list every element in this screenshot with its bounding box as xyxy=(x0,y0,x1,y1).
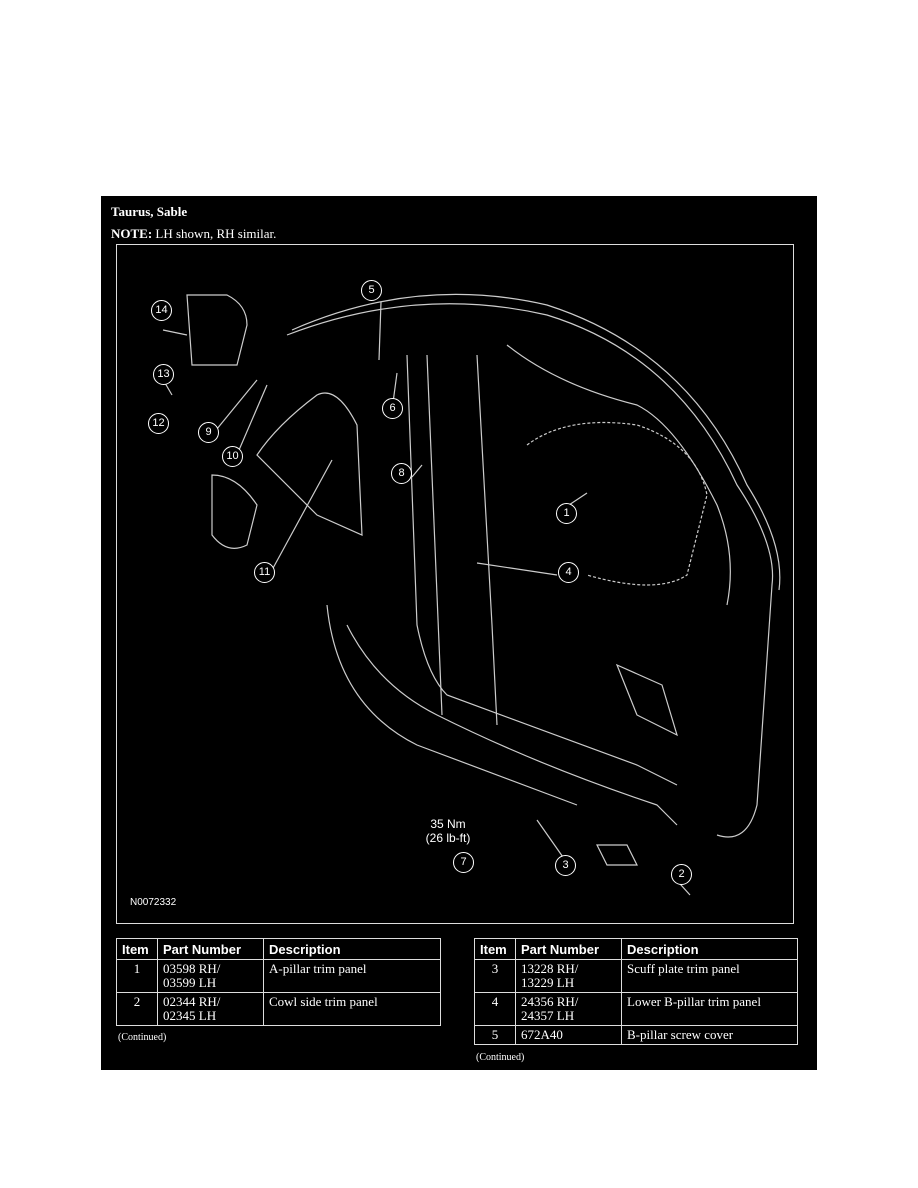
vehicle-title: Taurus, Sable xyxy=(111,204,188,219)
table-row: 5 672A40 B-pillar screw cover xyxy=(474,1025,798,1045)
table-row: 2 02344 RH/02345 LH Cowl side trim panel xyxy=(116,992,441,1026)
callout-2: 2 xyxy=(671,864,692,885)
document-figure-block: Taurus, Sable NOTE: LH shown, RH similar… xyxy=(101,196,817,1070)
table-header-row: Item Part Number Description xyxy=(474,938,798,960)
exploded-diagram: 1 2 3 4 5 6 7 8 9 10 11 12 13 14 35 Nm (… xyxy=(116,244,794,924)
column-header: Part Number xyxy=(157,938,264,960)
table-row: 1 03598 RH/03599 LH A-pillar trim panel xyxy=(116,959,441,993)
torque-metric: 35 Nm xyxy=(430,817,466,831)
callout-9: 9 xyxy=(198,422,219,443)
table-row: 3 13228 RH/13229 LH Scuff plate trim pan… xyxy=(474,959,798,993)
part-number-cell: 03598 RH/03599 LH xyxy=(157,959,264,993)
part-number-cell: 24356 RH/24357 LH xyxy=(515,992,622,1026)
parts-table-1: Item Part Number Description 1 03598 RH/… xyxy=(116,938,441,1026)
callout-1: 1 xyxy=(556,503,577,524)
item-cell: 5 xyxy=(474,1025,516,1045)
callout-7: 7 xyxy=(453,852,474,873)
note-label: NOTE: xyxy=(111,226,153,241)
description-cell: Cowl side trim panel xyxy=(263,992,441,1026)
callout-12: 12 xyxy=(148,413,169,434)
callout-13: 13 xyxy=(153,364,174,385)
car-body-line-art xyxy=(162,293,781,896)
column-header: Item xyxy=(474,938,516,960)
table-header-row: Item Part Number Description xyxy=(116,938,441,960)
callout-8: 8 xyxy=(391,463,412,484)
item-cell: 3 xyxy=(474,959,516,993)
description-cell: Scuff plate trim panel xyxy=(621,959,798,993)
table-row: 4 24356 RH/24357 LH Lower B-pillar trim … xyxy=(474,992,798,1026)
column-header: Description xyxy=(263,938,441,960)
description-cell: Lower B-pillar trim panel xyxy=(621,992,798,1026)
callout-10: 10 xyxy=(222,446,243,467)
description-cell: A-pillar trim panel xyxy=(263,959,441,993)
column-header: Part Number xyxy=(515,938,622,960)
callout-5: 5 xyxy=(361,280,382,301)
note-text: LH shown, RH similar. xyxy=(152,226,277,241)
note: NOTE: LH shown, RH similar. xyxy=(111,226,276,242)
figure-id: N0072332 xyxy=(130,897,177,908)
callout-11: 11 xyxy=(254,562,275,583)
parts-table-2: Item Part Number Description 3 13228 RH/… xyxy=(474,938,798,1045)
part-number-cell: 02344 RH/02345 LH xyxy=(157,992,264,1026)
torque-imperial: (26 lb-ft) xyxy=(425,831,471,845)
item-cell: 2 xyxy=(116,992,158,1026)
callout-3: 3 xyxy=(555,855,576,876)
part-number-cell: 672A40 xyxy=(515,1025,622,1045)
callout-4: 4 xyxy=(558,562,579,583)
callout-6: 6 xyxy=(382,398,403,419)
item-cell: 1 xyxy=(116,959,158,993)
description-cell: B-pillar screw cover xyxy=(621,1025,798,1045)
callout-14: 14 xyxy=(151,300,172,321)
column-header: Item xyxy=(116,938,158,960)
continued-note: (Continued) xyxy=(118,1032,167,1043)
item-cell: 4 xyxy=(474,992,516,1026)
part-number-cell: 13228 RH/13229 LH xyxy=(515,959,622,993)
continued-note: (Continued) xyxy=(476,1052,525,1063)
column-header: Description xyxy=(621,938,798,960)
